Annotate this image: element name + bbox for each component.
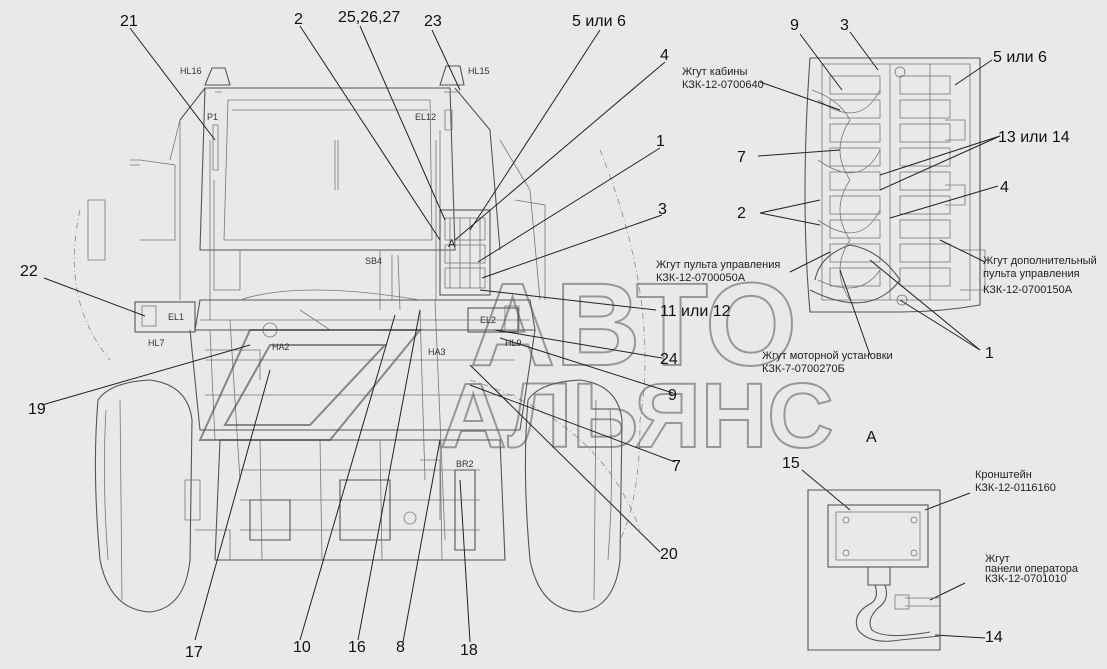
harness-extra-line1: Жгут дополнительный bbox=[983, 255, 1097, 267]
r-callout-15: 15 bbox=[782, 455, 800, 472]
callout-23: 23 bbox=[424, 13, 442, 30]
callout-11or12: 11 или 12 bbox=[660, 303, 731, 320]
r-callout-9: 9 bbox=[790, 17, 799, 34]
r-callout-1: 1 bbox=[985, 345, 994, 362]
r-callout-14: 14 bbox=[985, 629, 1003, 646]
callout-22: 22 bbox=[20, 263, 38, 280]
harness-engine-line1: Жгут моторной установки bbox=[762, 350, 893, 362]
left-leaders bbox=[41, 25, 676, 643]
vehicle-drawing bbox=[73, 65, 646, 613]
callout-8: 8 bbox=[396, 639, 405, 656]
label-ha2: HA2 bbox=[272, 342, 290, 352]
harness-extra-line2: пульта управления bbox=[983, 268, 1080, 280]
r-callout-2: 2 bbox=[737, 205, 746, 222]
component-labels: HL16 HL15 P1 EL12 SB4 EL1 EL2 HL7 HL9 HA… bbox=[148, 66, 522, 469]
harness-operator-line2: панели оператора bbox=[985, 563, 1079, 575]
label-el1: EL1 bbox=[168, 312, 184, 322]
callout-2-top: 2 bbox=[294, 11, 303, 28]
callout-25-26-27: 25,26,27 bbox=[338, 9, 400, 26]
callout-5or6-top: 5 или 6 bbox=[572, 13, 626, 30]
harness-engine-line2: КЗК-7-0700270Б bbox=[762, 363, 845, 375]
callout-3-mid: 3 bbox=[658, 201, 667, 218]
label-ha3: HA3 bbox=[428, 347, 446, 357]
harness-cab-line1: Жгут кабины bbox=[682, 66, 747, 78]
label-a-box: A bbox=[448, 238, 456, 250]
callout-1-mid: 1 bbox=[656, 133, 665, 150]
label-el12: EL12 bbox=[415, 112, 436, 122]
r-callout-3: 3 bbox=[840, 17, 849, 34]
watermark-line2: АЛЬЯНС bbox=[440, 365, 834, 467]
bracket-detail bbox=[807, 489, 941, 651]
left-callouts: 21 2 25,26,27 23 5 или 6 4 1 3 22 11 или… bbox=[20, 9, 731, 661]
label-br2: BR2 bbox=[456, 459, 474, 469]
harness-control-line1: Жгут пульта управления bbox=[656, 259, 780, 271]
callout-19: 19 bbox=[28, 401, 46, 418]
callout-10: 10 bbox=[293, 639, 311, 656]
label-hl7: HL7 bbox=[148, 338, 165, 348]
callout-7-mid: 7 bbox=[672, 458, 681, 475]
label-p1: P1 bbox=[207, 112, 218, 122]
callout-17: 17 bbox=[185, 644, 203, 661]
harness-operator-line3: КЗК-12-0701010 bbox=[985, 573, 1067, 585]
callout-18: 18 bbox=[460, 642, 478, 659]
fuse-column bbox=[829, 75, 881, 287]
r-callout-5or6: 5 или 6 bbox=[993, 49, 1047, 66]
right-callouts: 9 3 5 или 6 7 13 или 14 4 2 1 А 15 14 bbox=[737, 17, 1070, 646]
r-callout-7: 7 bbox=[737, 149, 746, 166]
callout-4-mid: 4 bbox=[660, 47, 669, 64]
watermark: АВТО АЛЬЯНС bbox=[198, 258, 835, 468]
callout-20: 20 bbox=[660, 546, 678, 563]
callout-24: 24 bbox=[660, 351, 678, 368]
harness-operator-line1: Жгут bbox=[985, 553, 1010, 565]
harness-extra-line3: КЗК-12-0700150А bbox=[983, 284, 1073, 296]
harness-cab-line2: КЗК-12-0700640 bbox=[682, 79, 764, 91]
harness-labels: Жгут кабины КЗК-12-0700640 Жгут пульта у… bbox=[656, 66, 1097, 585]
r-callout-13or14: 13 или 14 bbox=[998, 129, 1070, 146]
right-leaders bbox=[757, 31, 1001, 639]
label-sb4: SB4 bbox=[365, 256, 382, 266]
label-hl15: HL15 bbox=[468, 66, 490, 76]
r-callout-4: 4 bbox=[1000, 179, 1009, 196]
watermark-line1: АВТО bbox=[470, 259, 797, 391]
relay-column bbox=[899, 75, 951, 287]
bracket-line2: КЗК-12-0116160 bbox=[975, 482, 1056, 494]
bracket-line1: Кронштейн bbox=[975, 469, 1032, 481]
callout-21: 21 bbox=[120, 13, 138, 30]
label-hl9: HL9 bbox=[505, 338, 522, 348]
callout-9-mid: 9 bbox=[668, 387, 677, 404]
view-a-label: А bbox=[866, 429, 877, 446]
harness-control-line2: КЗК-12-0700050А bbox=[656, 272, 746, 284]
label-hl16: HL16 bbox=[180, 66, 202, 76]
callout-16: 16 bbox=[348, 639, 366, 656]
label-el2: EL2 bbox=[480, 315, 496, 325]
view-a-panel bbox=[804, 57, 986, 313]
